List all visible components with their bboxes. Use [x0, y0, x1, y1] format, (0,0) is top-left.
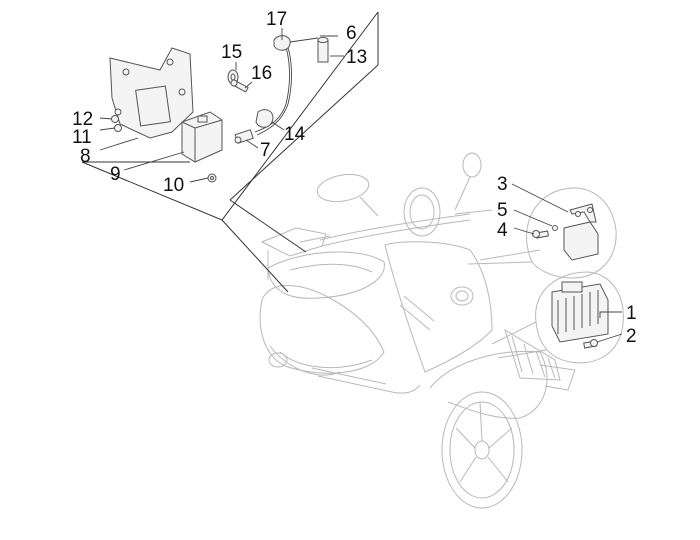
callout-13: 13	[346, 47, 367, 68]
callout-11: 11	[72, 127, 92, 148]
callout-5: 5	[497, 200, 508, 221]
callout-1: 1	[626, 303, 637, 324]
detail-circle-lower	[491, 271, 624, 364]
callout-labels: 17 6 13 15 16 12 11 8 14 7 9 10 3 5 4 1 …	[72, 9, 637, 347]
connector-13	[317, 37, 329, 63]
cable-6	[254, 35, 319, 136]
control-unit	[181, 111, 223, 163]
callout-9: 9	[110, 164, 121, 185]
callout-3: 3	[497, 174, 508, 195]
leader-lines	[99, 28, 623, 343]
callout-4: 4	[497, 220, 508, 241]
washer-5	[552, 225, 558, 231]
washer-11	[114, 124, 122, 132]
clip-14	[255, 109, 274, 128]
callout-8: 8	[80, 146, 91, 167]
regulator-3	[563, 203, 599, 261]
callout-16: 16	[251, 63, 272, 84]
detail-circle-upper	[467, 187, 617, 279]
bracket-plate	[109, 47, 194, 139]
callout-14: 14	[284, 124, 306, 145]
rectifier-1	[551, 281, 609, 343]
bolt-10	[207, 173, 217, 183]
screw-4	[532, 230, 550, 239]
callout-7: 7	[260, 140, 271, 161]
plug-7	[234, 129, 254, 144]
screw-16	[230, 79, 249, 93]
scooter-illustration	[259, 152, 576, 509]
callout-17: 17	[266, 9, 287, 30]
small-nut-12	[111, 115, 119, 123]
callout-6: 6	[346, 23, 357, 44]
callout-12: 12	[72, 109, 93, 130]
callout-10: 10	[163, 175, 184, 196]
screw-2	[583, 339, 598, 349]
callout-15: 15	[221, 42, 242, 63]
callout-2: 2	[626, 326, 637, 347]
exploded-view-frame	[81, 11, 379, 293]
